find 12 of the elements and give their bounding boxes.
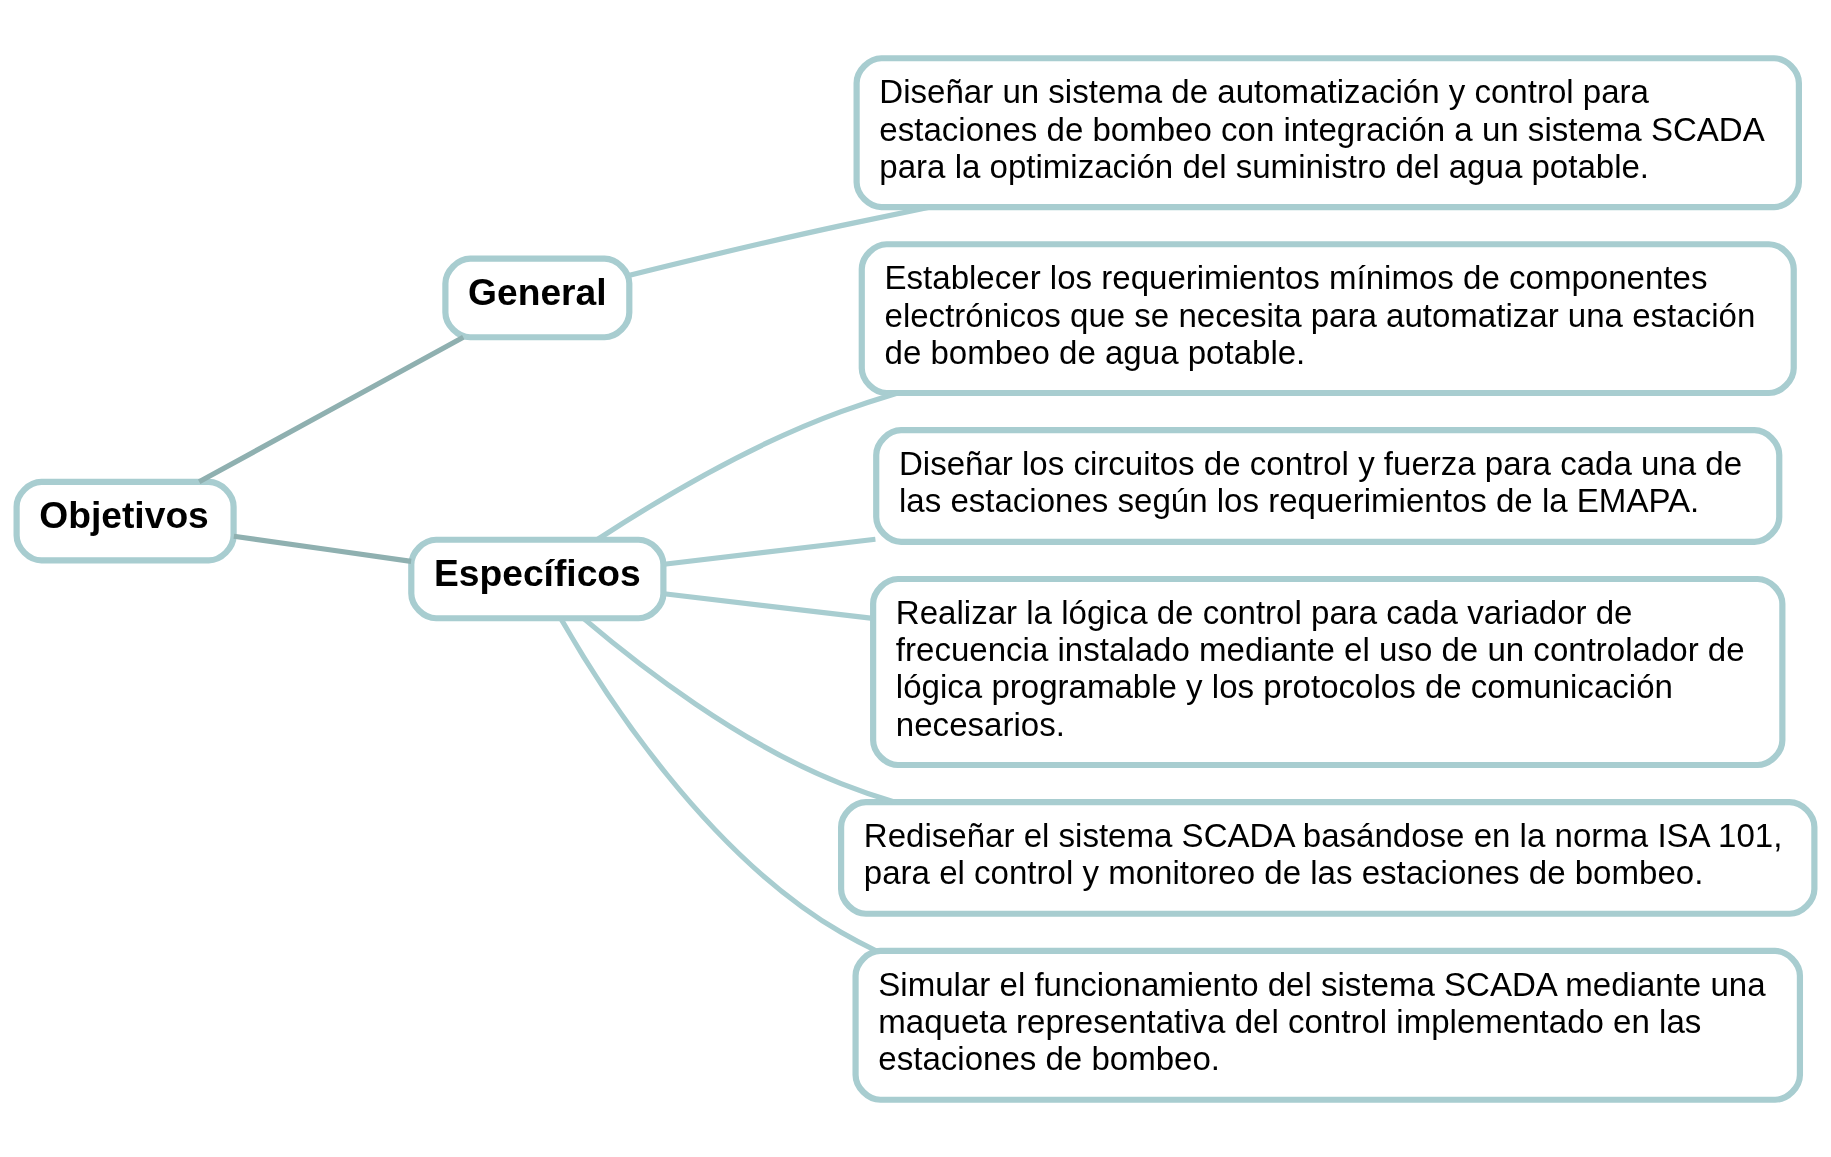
connector xyxy=(197,334,465,484)
node-box: Diseñar los circuitos de control y fuerza para cada una de las estaciones según los requerimientos de la EMAPA. xyxy=(873,426,1783,545)
node-box: Específicos xyxy=(408,536,667,621)
connector xyxy=(663,536,876,567)
node-box: Objetivos xyxy=(13,478,237,563)
node-box: Diseñar un sistema de automatización y control para estaciones de bombeo con integración a un sistema SCADA para la optimización del suministro del agua potable. xyxy=(853,54,1802,210)
node-box: Rediseñar el sistema SCADA basándose en la norma ISA 101, para el control y monitoreo de las estaciones de bombeo. xyxy=(838,798,1818,917)
node-box: Simular el funcionamiento del sistema SCADA mediante una maqueta representativa del control implementado en las estaciones de bombeo. xyxy=(852,947,1803,1103)
node-box: Realizar la lógica de control para cada variador de frecuencia instalado mediante el uso de un controlador de lógica programable y los protocolos de comunicación necesarios. xyxy=(870,575,1786,768)
connector xyxy=(233,533,412,564)
node-box: General xyxy=(442,255,633,340)
node-box: Establecer los requerimientos mínimos de componentes electrónicos que se necesita para automatizar una estación de bombeo de agua potable. xyxy=(858,240,1797,396)
